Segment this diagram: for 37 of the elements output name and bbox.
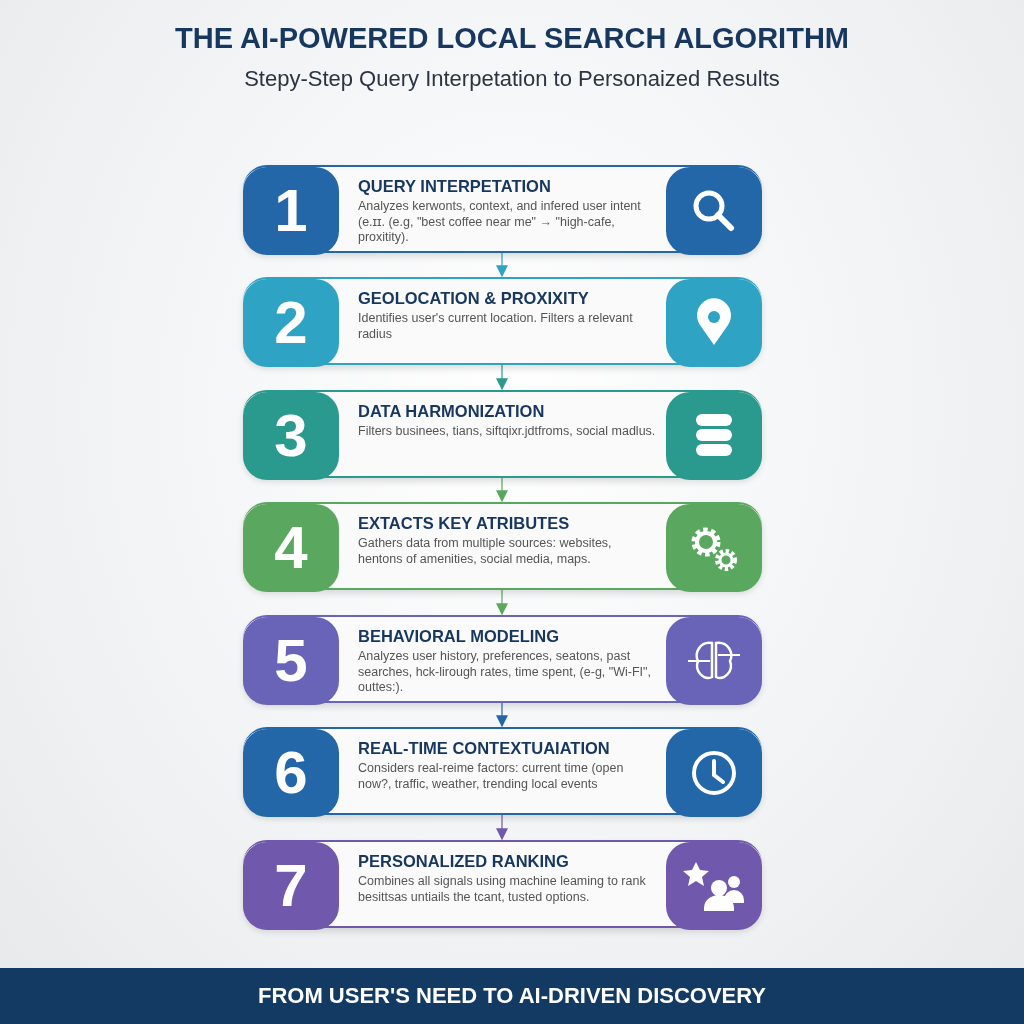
arrow xyxy=(496,589,508,616)
step-description: Filters businees, tians, siftqixr.jdtfroms, social madlus. xyxy=(358,424,657,440)
subtitle: Stepy-Step Query Interpetation to Personaized Results xyxy=(243,66,781,92)
footer-banner: FROM USER'S NEED TO AI-DRIVEN DISCOVERY xyxy=(0,968,1024,1024)
step-heading: GEOLOCATION & PROXIXITY xyxy=(358,289,590,308)
step-number: 3 xyxy=(243,392,339,480)
step-card xyxy=(243,615,762,703)
arrow xyxy=(496,814,508,841)
step-heading: EXTACTS KEY ATRIBUTES xyxy=(358,514,571,533)
step-card xyxy=(243,390,762,478)
step-card xyxy=(243,277,762,365)
step-heading: PERSONALIZED RANKING xyxy=(358,852,570,871)
arrow xyxy=(496,364,508,391)
step-heading: BEHAVIORAL MODELING xyxy=(358,627,561,646)
step-description: Gathers data from multiple sources: websites, hentons of amenities, social media, maps. xyxy=(358,536,613,567)
step-description: Considers real-reime factors: current time (open now?, traffic, weather, trending local events xyxy=(358,761,625,792)
step-number: 6 xyxy=(243,729,339,817)
step-number: 4 xyxy=(243,504,339,592)
step-number: 7 xyxy=(243,842,339,930)
step-number: 2 xyxy=(243,279,339,367)
step-heading: DATA HARMONIZATION xyxy=(358,402,546,421)
step-description: Identifies user's current location. Filters a relevant radius xyxy=(358,311,634,342)
step-description: Analyzes user history, preferences, seatons, past searches, hck-lirough rates, time spent, (e-g, "Wi-FI", outtes:). xyxy=(358,649,652,696)
step-heading: QUERY INTERPETATION xyxy=(358,177,552,196)
arrow xyxy=(496,252,508,278)
step-card xyxy=(243,840,762,928)
step-description: Analyzes kerwonts, context, and infered user intent (e.ɪɪ. (e.g, "best coffee near me" → "high-cafe, proxitity). xyxy=(358,199,642,246)
step-card xyxy=(243,502,762,590)
step-card xyxy=(243,727,762,815)
step-heading: REAL-TIME CONTEXTUAIATION xyxy=(358,739,611,758)
step-card xyxy=(243,165,762,253)
step-description: Combines all signals using machine leaming to rank besittsas untiails the tcant, tusted options. xyxy=(358,874,647,905)
step-number: 1 xyxy=(243,167,339,255)
step-number: 5 xyxy=(243,617,339,705)
title: THE AI-POWERED LOCAL SEARCH ALGORITHM xyxy=(174,22,850,55)
arrow xyxy=(496,477,508,503)
arrow xyxy=(496,702,508,728)
